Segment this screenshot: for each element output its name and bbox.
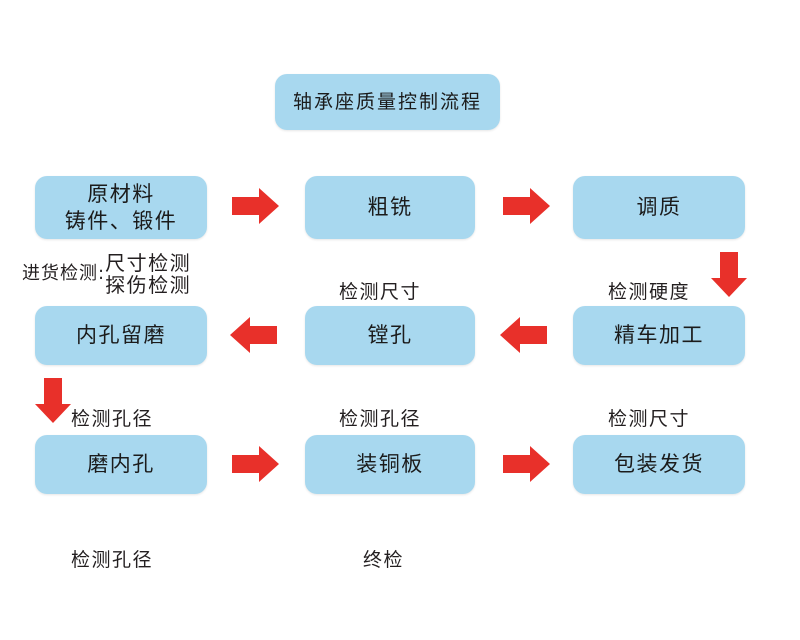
node-raw-material[interactable]: 原材料 铸件、锻件 [35,176,207,239]
caption-label: 检测硬度 [608,281,691,304]
caption-measure-hardness: 检测硬度 [608,261,690,304]
arrow-right-icon [232,186,280,226]
title-box: 轴承座质量控制流程 [275,74,500,130]
caption-measure-dimension-1: 检测尺寸 [339,261,421,304]
caption-label: 检测孔径 [71,549,154,572]
arrow-right-icon [503,186,551,226]
caption-label: 检测尺寸 [339,281,422,304]
node-install-copper-plate[interactable]: 装铜板 [305,435,475,494]
caption-label: 终检 [363,549,405,572]
caption-prefix: 进货检测: [22,262,106,284]
arrow-left-icon [500,315,548,355]
caption-label: 检测尺寸 [608,408,691,431]
node-label: 原材料 铸件、锻件 [64,181,178,233]
caption-final-inspection: 终检 [363,529,404,572]
caption-measure-dimension-2: 检测尺寸 [608,388,690,431]
caption-measure-bore-2: 检测孔径 [339,388,421,431]
caption-measure-bore-3: 检测孔径 [71,529,153,572]
arrow-left-icon [230,315,278,355]
node-label: 内孔留磨 [76,323,166,348]
node-grind-bore[interactable]: 磨内孔 [35,435,207,494]
node-rough-milling[interactable]: 粗铣 [305,176,475,239]
node-label: 磨内孔 [87,452,155,477]
caption-label: 检测孔径 [71,408,154,431]
node-bore-reserve-grind[interactable]: 内孔留磨 [35,306,207,365]
node-finish-turning[interactable]: 精车加工 [573,306,745,365]
node-package-ship[interactable]: 包装发货 [573,435,745,494]
caption-intake-inspection: 进货检测: 尺寸检测 探伤检测 [22,252,191,296]
arrow-down-icon [709,252,749,298]
caption-label: 检测孔径 [339,408,422,431]
node-label: 精车加工 [614,323,704,348]
node-label: 包装发货 [614,452,704,477]
caption-lines: 尺寸检测 探伤检测 [105,251,192,297]
node-label: 镗孔 [367,323,413,348]
node-quench-temper[interactable]: 调质 [573,176,745,239]
node-label: 粗铣 [367,195,413,220]
arrow-down-icon [33,378,73,424]
arrow-right-icon [503,444,551,484]
node-boring[interactable]: 镗孔 [305,306,475,365]
node-label: 调质 [636,195,682,220]
node-label: 装铜板 [356,452,424,477]
title-label: 轴承座质量控制流程 [292,90,482,113]
arrow-right-icon [232,444,280,484]
caption-measure-bore-1: 检测孔径 [71,388,153,431]
